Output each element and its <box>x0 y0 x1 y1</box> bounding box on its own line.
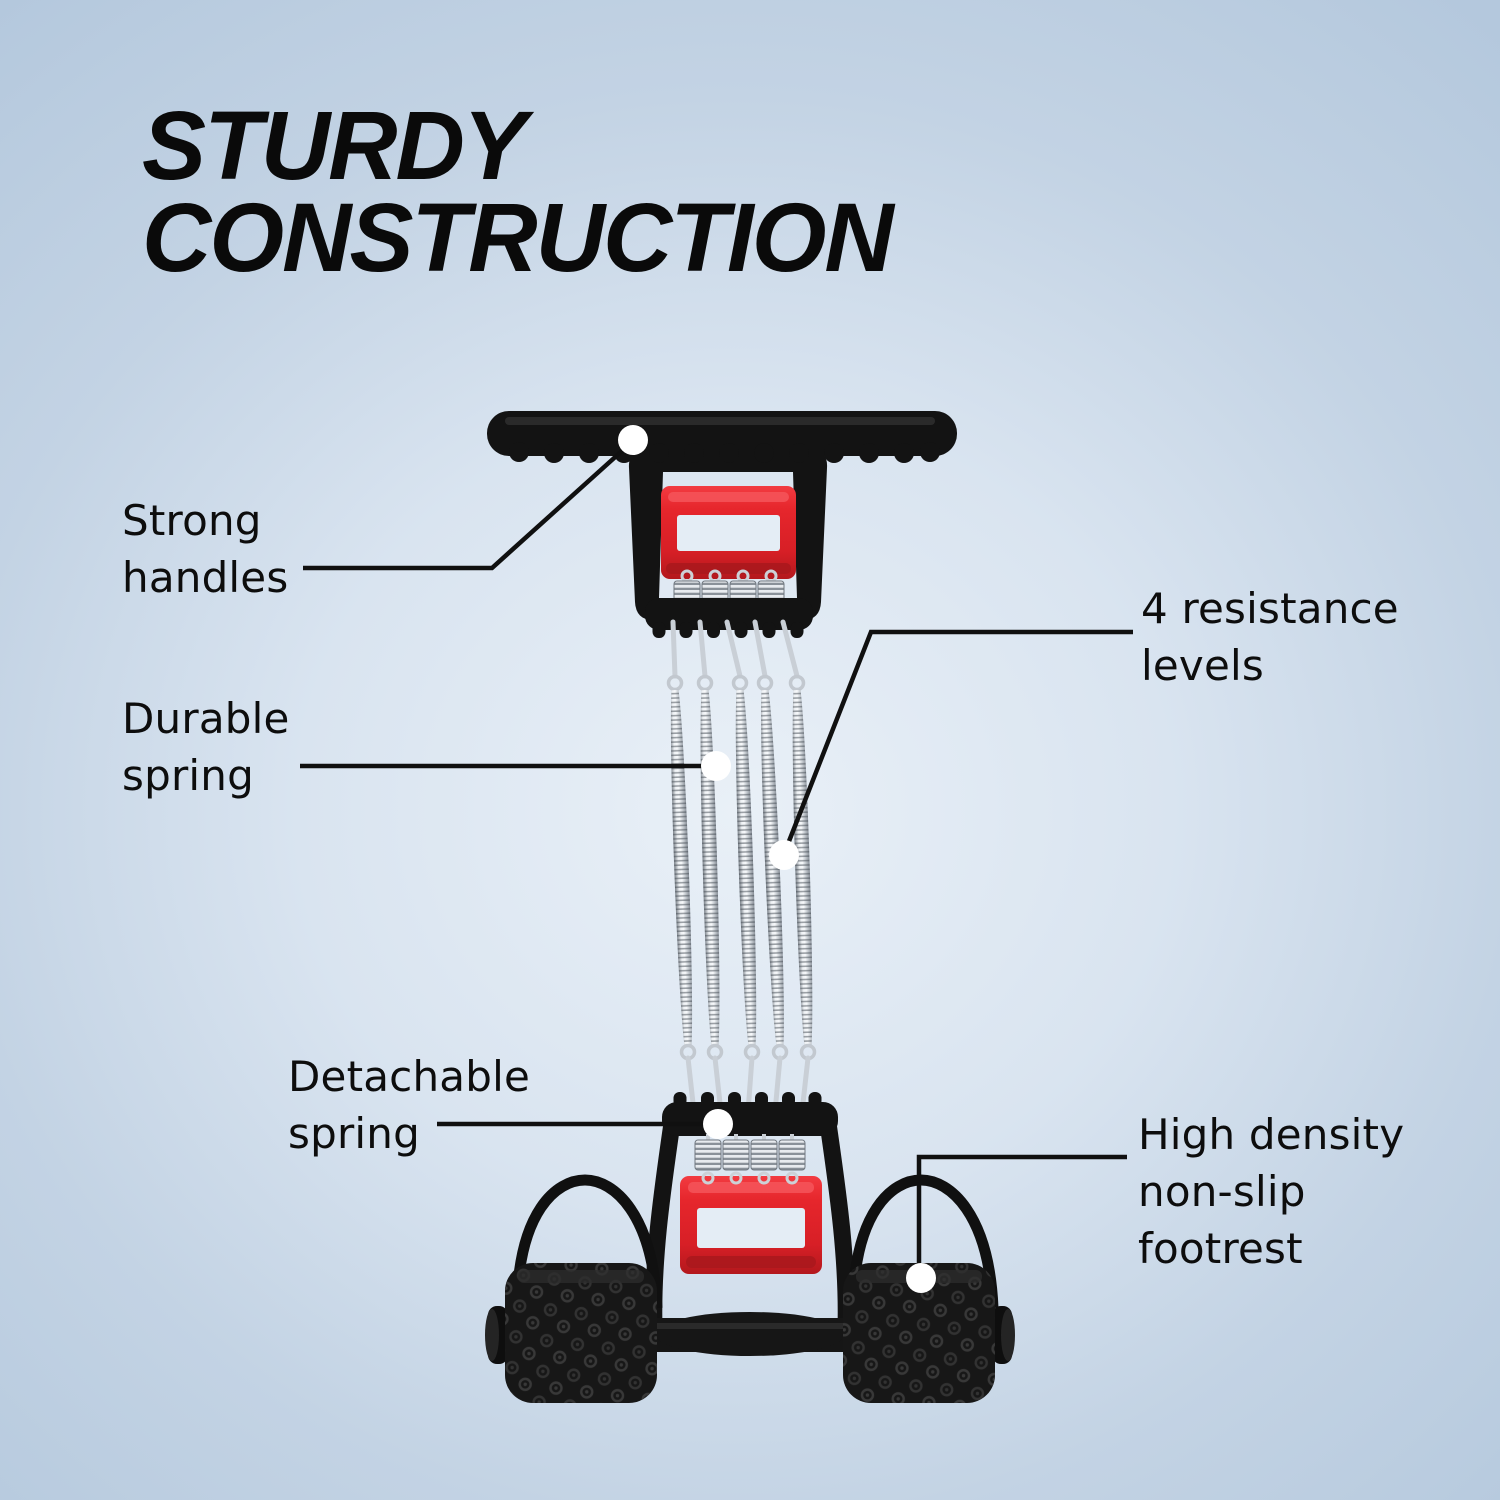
callout-line-resistance-levels <box>781 629 1133 855</box>
label-line: levels <box>1141 641 1264 690</box>
long-springs <box>667 689 816 1047</box>
marker-dot-footrest <box>906 1263 936 1293</box>
foot-roller-right <box>843 1263 1015 1403</box>
label-line: High density <box>1138 1110 1405 1159</box>
label-line: Detachable <box>288 1052 531 1101</box>
label-line: spring <box>122 751 254 800</box>
label-durable-spring: Durable spring <box>122 690 290 804</box>
marker-dot-resistance-levels <box>769 840 799 870</box>
bottom-red-grip <box>680 1171 822 1274</box>
bottom-spring-loops <box>679 1043 817 1061</box>
handle-bar <box>487 411 957 463</box>
title-line-2: CONSTRUCTION <box>142 183 894 292</box>
marker-dot-strong-handles <box>618 425 648 455</box>
label-line: 4 resistance <box>1141 584 1399 633</box>
bottom-small-springs <box>694 1134 806 1171</box>
label-line: handles <box>122 553 289 602</box>
top-handle-assembly <box>487 411 957 692</box>
marker-dot-detachable-spring <box>703 1109 733 1139</box>
label-line: Durable <box>122 694 290 743</box>
label-strong-handles: Strong handles <box>122 492 288 606</box>
callout-line-strong-handles <box>303 439 635 571</box>
label-resistance-levels: 4 resistance levels <box>1141 580 1399 694</box>
label-line: footrest <box>1138 1224 1303 1273</box>
label-line: non-slip <box>1138 1167 1306 1216</box>
page-title: STURDY CONSTRUCTION <box>142 91 894 292</box>
callout-line-footrest <box>916 1154 1127 1277</box>
label-footrest: High density non-slip footrest <box>1138 1106 1404 1277</box>
marker-dot-durable-spring <box>701 751 731 781</box>
foot-roller-left <box>485 1263 657 1403</box>
top-red-grip <box>661 486 796 579</box>
top-bracket <box>645 598 813 638</box>
top-spring-loops <box>666 674 806 692</box>
strap-left <box>511 1174 663 1309</box>
callout-lines <box>300 439 1133 1277</box>
label-detachable-spring: Detachable spring <box>288 1048 530 1162</box>
label-line: spring <box>288 1109 420 1158</box>
top-hook-wires <box>670 619 800 679</box>
bottom-footrest-assembly <box>485 1092 1015 1403</box>
title-line-1: STURDY <box>142 91 527 200</box>
marker-dots <box>618 425 936 1293</box>
label-line: Strong <box>122 496 262 545</box>
